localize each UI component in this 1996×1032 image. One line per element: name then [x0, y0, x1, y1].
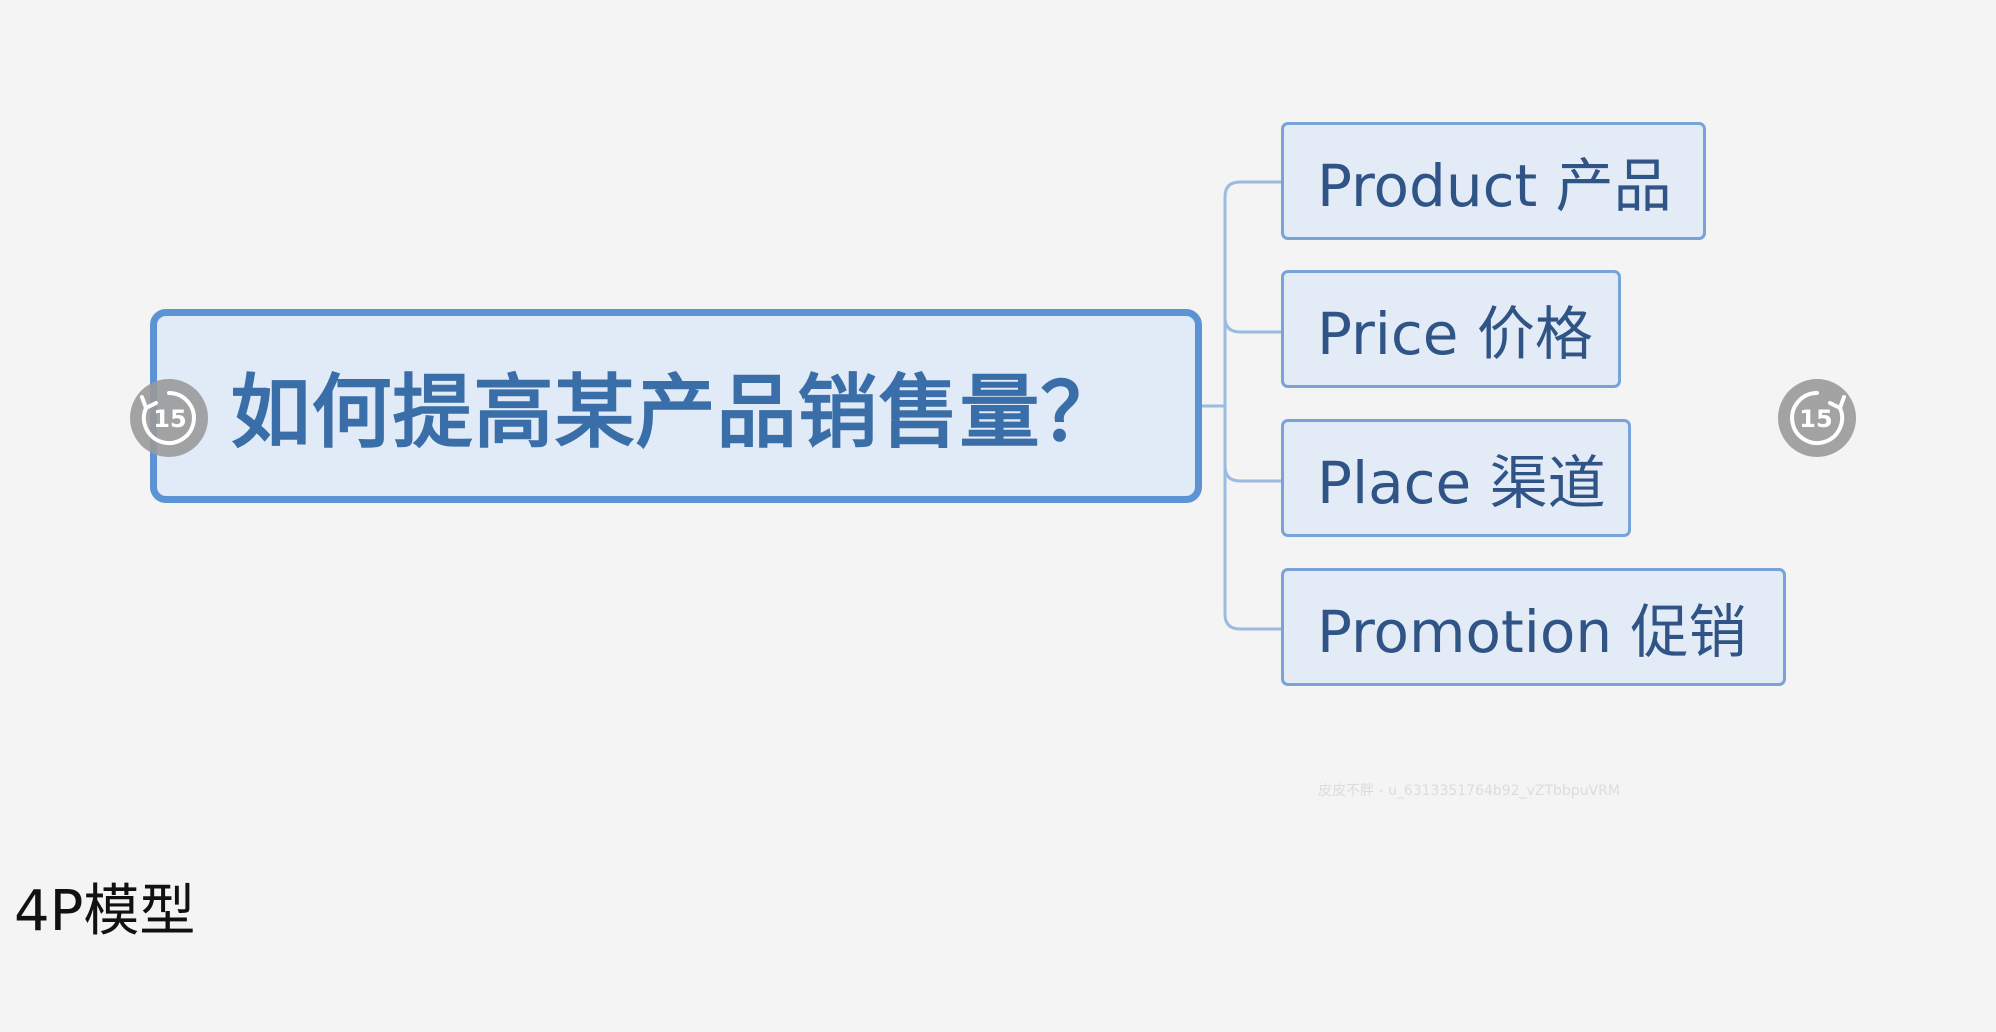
- video-watermark: 皮皮不胖 - u_6313351764b92_vZTbbpuVRM: [1318, 783, 1620, 799]
- branch-label-price: Price 价格: [1317, 300, 1593, 368]
- forward-15-icon: 15: [1778, 379, 1856, 457]
- branch-connector-spine: [1223, 180, 1241, 631]
- branch-connector-price: [1223, 316, 1281, 334]
- rewind-15-icon: 15: [130, 379, 208, 457]
- branch-node-price: Price 价格: [1281, 270, 1621, 388]
- skip-forward-seconds: 15: [1799, 405, 1832, 433]
- skip-back-15-button[interactable]: 15: [129, 378, 209, 458]
- branch-label-product: Product 产品: [1317, 152, 1672, 220]
- branch-label-promotion: Promotion 促销: [1317, 598, 1747, 666]
- skip-forward-15-button[interactable]: 15: [1777, 378, 1857, 458]
- branch-connector-place: [1223, 465, 1281, 483]
- branch-node-place: Place 渠道: [1281, 419, 1631, 537]
- skip-back-seconds: 15: [153, 405, 186, 433]
- slide-caption: 4P模型: [14, 879, 196, 944]
- root-topic-label: 如何提高某产品销售量？: [230, 366, 1122, 459]
- branch-node-product: Product 产品: [1281, 122, 1706, 240]
- branch-node-promotion: Promotion 促销: [1281, 568, 1786, 686]
- branch-label-place: Place 渠道: [1317, 449, 1606, 517]
- mindmap-root-node: 如何提高某产品销售量？: [150, 309, 1202, 503]
